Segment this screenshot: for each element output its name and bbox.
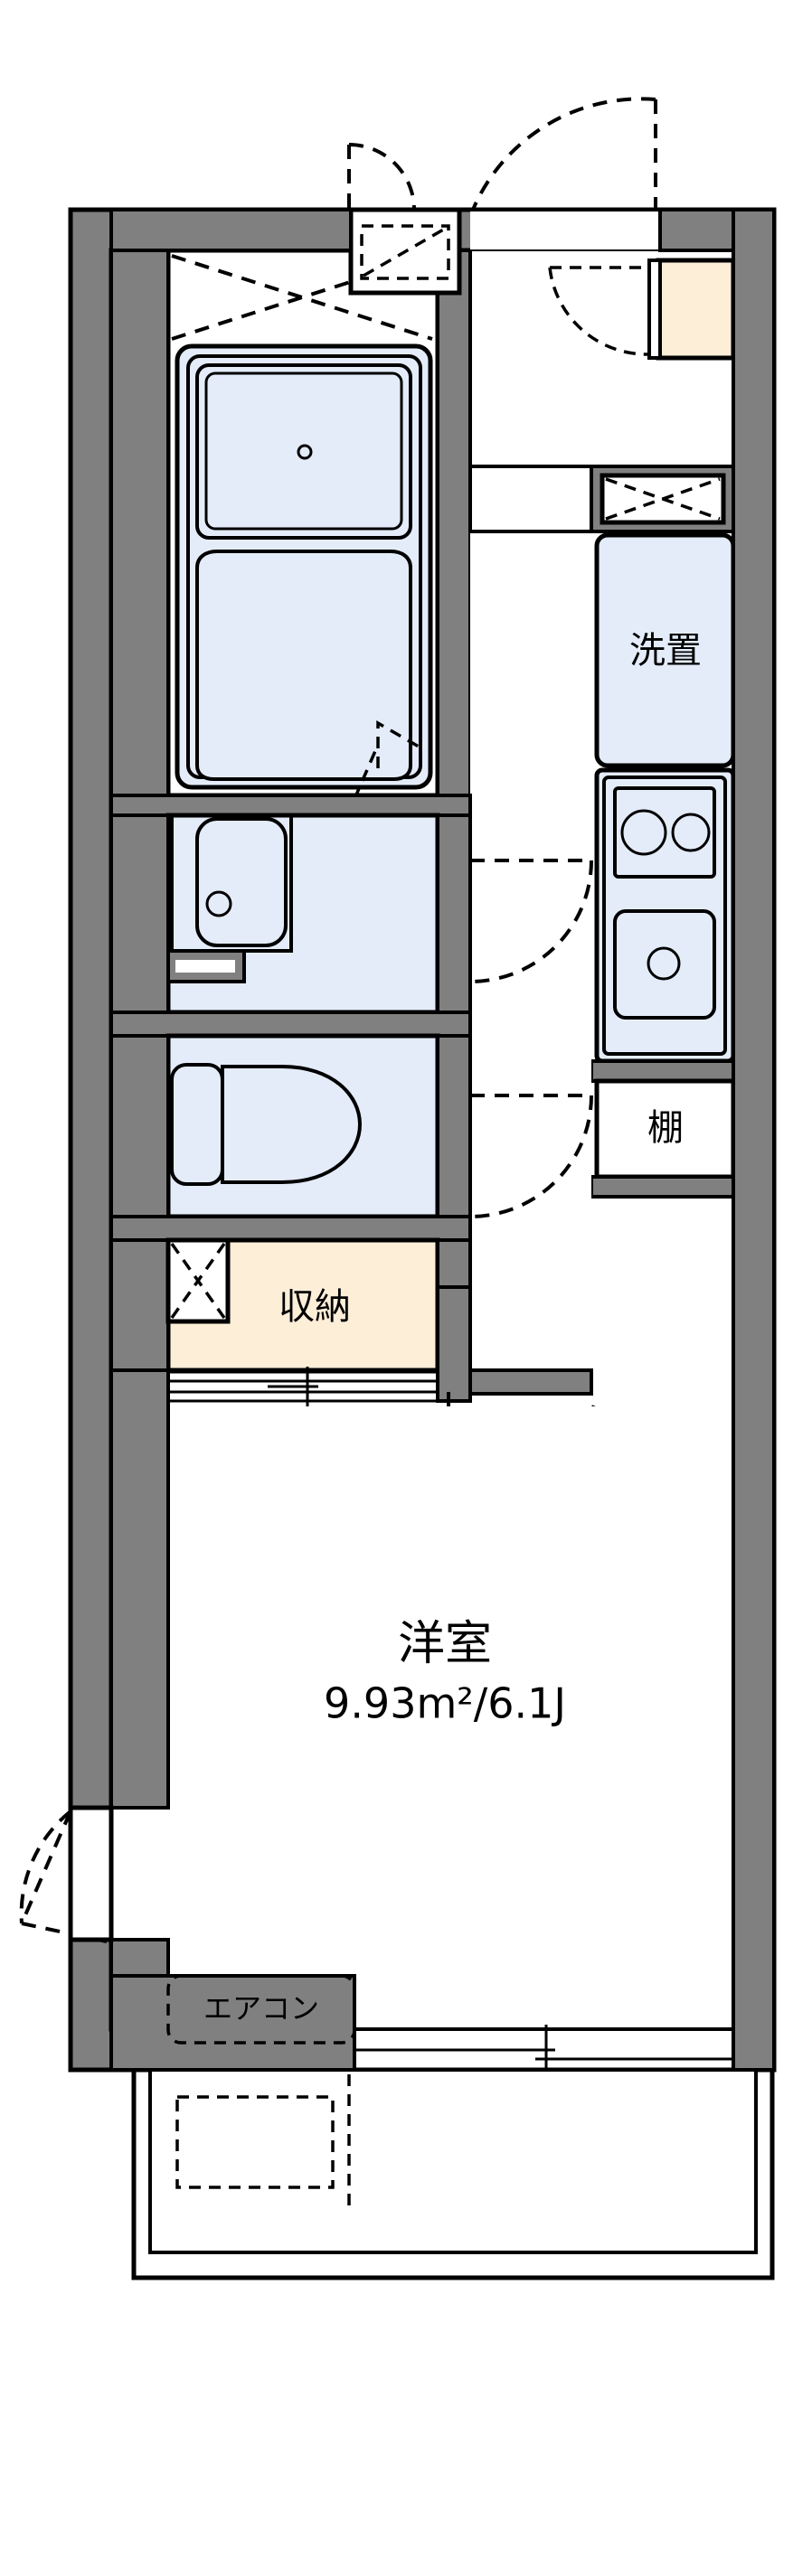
kitchen-sink-icon (613, 909, 716, 1020)
washbasin-right-wall (436, 813, 472, 1014)
side-door-leaf (20, 1810, 72, 1924)
wall-left-closet (109, 1238, 170, 1372)
aircon-icon-restore (166, 1974, 356, 2045)
washbasin-toilet-divider (109, 1011, 472, 1038)
bath-window-group (347, 143, 462, 296)
main-room-area-label: 9.93m²/6.1J (324, 1679, 566, 1728)
wall-right (732, 208, 776, 2072)
kitchen-window-hatch-b (605, 477, 721, 521)
main-room-floor (111, 1406, 733, 2029)
shoe-box-door-arc (548, 267, 648, 356)
closet-label: 収納 (279, 1286, 351, 1328)
shower-drain-marks (353, 719, 426, 800)
aircon-outdoor-unit-icon (175, 2095, 335, 2189)
unit-bath-room (165, 248, 440, 800)
toilet-room (109, 1011, 472, 1219)
bath-window-arc (348, 143, 416, 211)
shelf-bottom-wall (590, 1175, 735, 1199)
shelf-box (594, 1078, 736, 1180)
balcony-group (131, 2067, 775, 2280)
shelf-label: 棚 (647, 1107, 684, 1149)
shoe-box-icon (656, 258, 736, 361)
aircon-label-restore: エアコン (203, 1991, 319, 2026)
wall-left-toilet (109, 1034, 170, 1218)
bath-window-diag (363, 227, 446, 277)
washbasin-sill-inner-restore (175, 960, 235, 973)
bathtub-well (195, 363, 412, 540)
entrance-door-arc (471, 97, 656, 211)
main-room-group: 洋室 9.93m²/6.1J (111, 1406, 733, 2029)
kitchen-sink-drain (647, 946, 681, 981)
toilet-door-arc (469, 1095, 593, 1218)
room-door-jamb (436, 1285, 472, 1403)
side-door-arc (19, 1810, 72, 1924)
wall-accents (109, 208, 776, 2072)
shelf-top-wall (590, 1059, 735, 1083)
bathtub-well-inner (204, 371, 403, 531)
bath-door-group[interactable] (469, 859, 593, 983)
bath-door-arc (469, 860, 593, 983)
bathtub-drain-icon (297, 444, 313, 460)
shoe-box-group[interactable] (548, 258, 736, 361)
shelf-group: 棚 (590, 1059, 736, 1199)
entrance-door-group[interactable] (470, 97, 660, 253)
closet-window-hatch-b2 (170, 1242, 226, 1320)
washer-space-group: 洗置 (594, 532, 736, 768)
toilet-right-wall (436, 1034, 472, 1218)
kitchen-window-group[interactable] (590, 465, 735, 533)
stove-2burner-icon (613, 786, 716, 879)
wall-left-washbasin (109, 813, 170, 1014)
washbasin-icon (195, 817, 288, 947)
main-room-label: 洋室 (398, 1617, 492, 1671)
corridor-floor (470, 531, 591, 1276)
overlay-restore: エアコン (68, 949, 356, 2045)
wall-bottom-left (109, 1974, 356, 2072)
wall-left-room-upper (109, 1368, 170, 1810)
stove-burner-left (620, 809, 667, 856)
wall-left-bath (109, 249, 170, 797)
entrance-door-opening (470, 210, 660, 251)
room-door-header (468, 1368, 593, 1396)
bath-window-hatch (360, 224, 450, 280)
wall-top-left (109, 208, 353, 252)
kitchen-counter-group (594, 767, 736, 1064)
shoe-box-door-panel (647, 259, 662, 360)
kitchen-counter-inner (602, 776, 727, 1056)
side-door-opening-restore[interactable] (68, 1805, 114, 1942)
closet-sliding-door[interactable] (168, 1367, 438, 1406)
bath-right-wall (436, 249, 472, 797)
bath-washbasin-divider (109, 794, 472, 817)
corridor (470, 530, 591, 1276)
toilet-door-group[interactable] (469, 1094, 593, 1218)
washbasin-drain (205, 890, 232, 917)
toilet-icon (221, 1065, 363, 1184)
toilet-floor (165, 1033, 440, 1219)
shower-pan-icon (195, 550, 412, 781)
washer-label: 洗置 (629, 630, 702, 672)
toilet-closet-divider (109, 1215, 472, 1242)
balcony-inner-outline (148, 2068, 758, 2254)
stove-burner-right (671, 813, 711, 852)
